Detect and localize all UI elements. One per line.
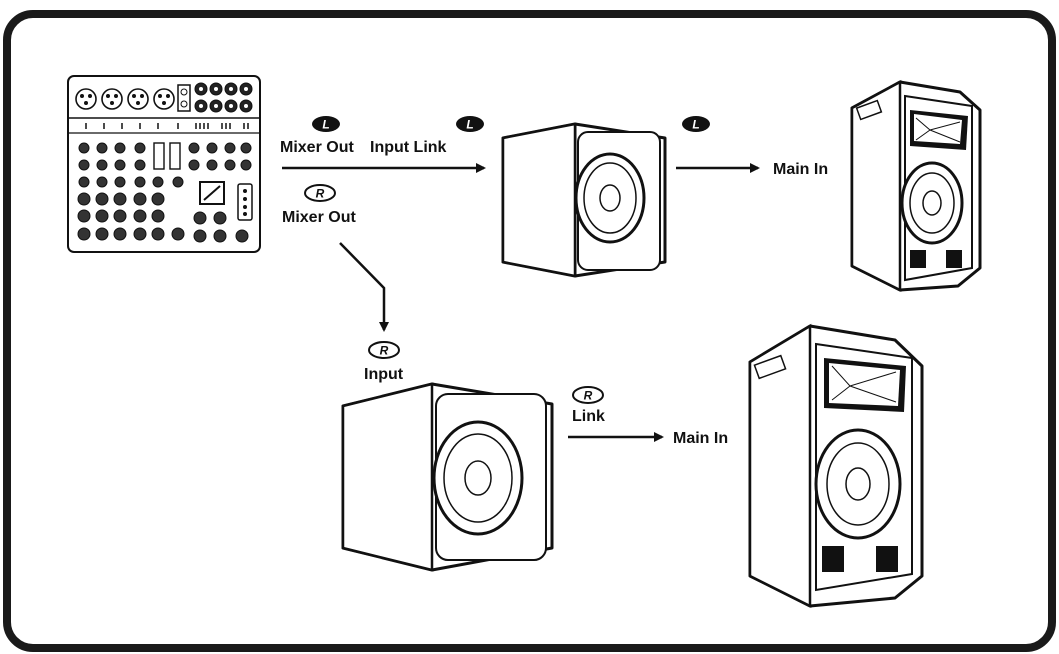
- badge-left-3: L: [682, 116, 710, 132]
- subwoofer-left-icon: [501, 122, 667, 278]
- label-main-in-top: Main In: [773, 161, 828, 178]
- svg-text:R: R: [584, 389, 593, 403]
- svg-text:L: L: [322, 118, 329, 132]
- badge-right-1: R: [304, 184, 336, 202]
- label-mixer-out-right: Mixer Out: [282, 209, 356, 226]
- svg-text:R: R: [380, 344, 389, 358]
- speaker-top-icon: [850, 79, 982, 293]
- arrow-mixer-to-sub-right: [339, 242, 389, 332]
- svg-text:L: L: [692, 118, 699, 132]
- badge-left-2: L: [456, 116, 484, 132]
- mixer-icon: [67, 75, 261, 253]
- speaker-bottom-icon: [748, 323, 924, 609]
- subwoofer-right-icon: [341, 382, 554, 572]
- svg-text:R: R: [316, 187, 325, 201]
- badge-right-2: R: [368, 341, 400, 359]
- badge-right-3: R: [572, 386, 604, 404]
- svg-text:L: L: [466, 118, 473, 132]
- badge-left-1: L: [312, 116, 340, 132]
- label-input-right: Input: [364, 366, 404, 383]
- label-main-in-bottom: Main In: [673, 430, 728, 447]
- label-mixer-out-left: Mixer Out: [280, 139, 354, 156]
- label-input-link-left: Input Link: [370, 139, 447, 156]
- label-link-right: Link: [572, 408, 605, 425]
